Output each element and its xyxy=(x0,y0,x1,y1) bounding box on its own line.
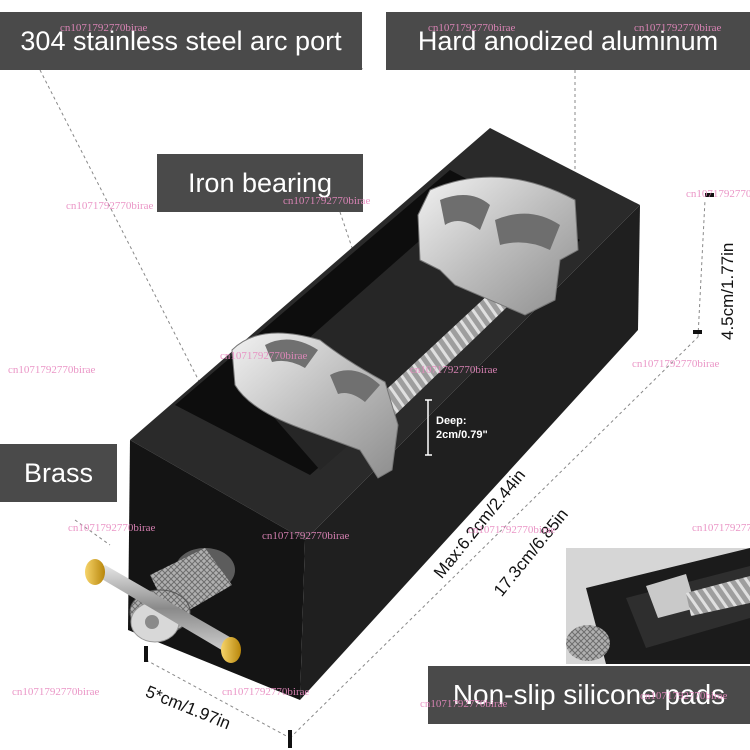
watermark: cn1071792770birae xyxy=(410,364,498,376)
t-handle xyxy=(85,559,241,663)
watermark: cn1071792770birae xyxy=(686,188,750,200)
watermark: cn1071792770birae xyxy=(468,524,556,536)
dimension-height: 4.5cm/1.77in xyxy=(718,242,737,340)
watermark: cn1071792770birae xyxy=(634,22,722,34)
watermark: cn1071792770birae xyxy=(220,350,308,362)
vise-side-face xyxy=(300,205,640,700)
watermark: cn1071792770birae xyxy=(66,200,154,212)
watermark: cn1071792770birae xyxy=(420,698,508,710)
watermark: cn1071792770birae xyxy=(283,195,371,207)
front-jaw xyxy=(231,332,399,479)
label-silicone-pads: Non-slip silicone pads xyxy=(428,666,750,724)
deep-label: Deep: xyxy=(436,415,467,427)
deep-marker xyxy=(425,399,432,456)
deep-value: 2cm/0.79" xyxy=(436,429,488,441)
detail-inset xyxy=(566,548,750,664)
threaded-rod xyxy=(375,265,535,418)
watermark: cn1071792770birae xyxy=(640,690,728,702)
label-iron-bearing: Iron bearing xyxy=(157,154,363,212)
label-steel-arc-port: 304 stainless steel arc port xyxy=(0,12,362,70)
watermark: cn1071792770birae xyxy=(222,686,310,698)
watermark: cn1071792770birae xyxy=(60,22,148,34)
watermark: cn1071792770birae xyxy=(68,522,156,534)
deep-annotation: Deep: 2cm/0.79" xyxy=(436,414,488,442)
watermark: cn1071792770birae xyxy=(262,530,350,542)
label-anodized-aluminum: Hard anodized aluminum xyxy=(386,12,750,70)
watermark: cn1071792770birae xyxy=(12,686,100,698)
watermark: cn1071792770birae xyxy=(8,364,96,376)
label-brass: Brass xyxy=(0,444,117,502)
brass-cap-right xyxy=(221,637,241,663)
watermark: cn1071792770birae xyxy=(428,22,516,34)
rear-jaw xyxy=(417,176,579,316)
brass-cap-left xyxy=(85,559,105,585)
watermark: cn1071792770birae xyxy=(632,358,720,370)
watermark: cn1071792770birae xyxy=(692,522,750,534)
